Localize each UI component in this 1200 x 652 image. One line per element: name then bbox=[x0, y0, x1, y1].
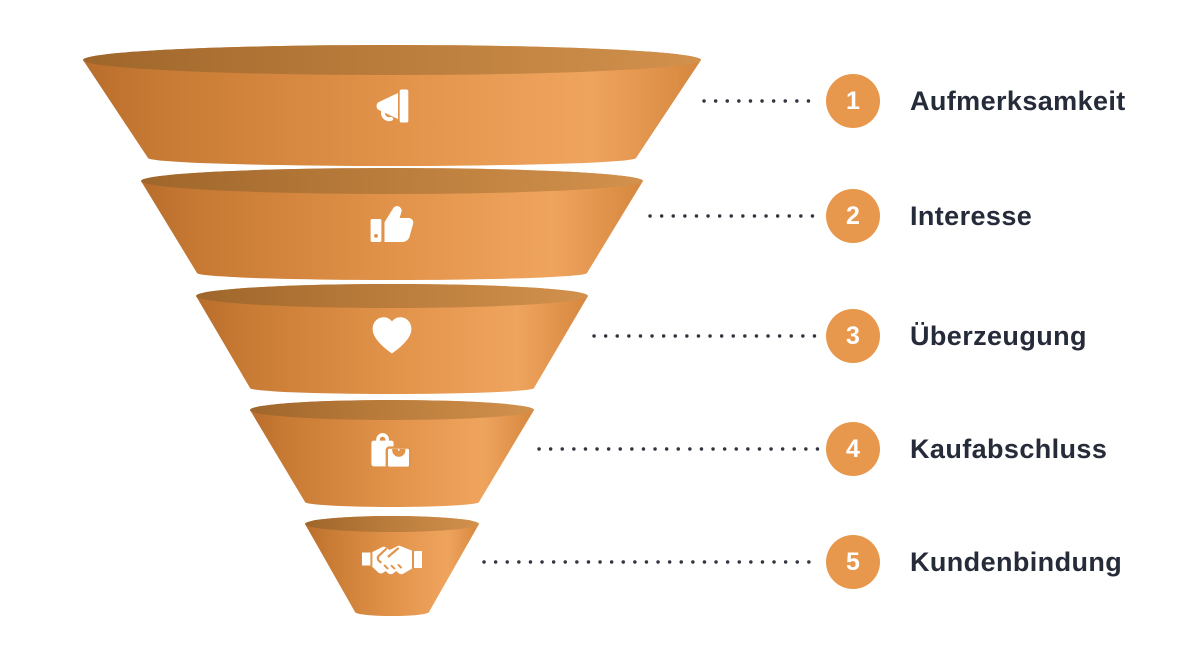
funnel-segment-opening bbox=[305, 516, 479, 532]
funnel-stage-4 bbox=[250, 400, 820, 507]
funnel-stage-2 bbox=[141, 168, 820, 280]
funnel-segment-opening bbox=[250, 400, 534, 420]
thumbs-up-icon bbox=[370, 206, 414, 242]
funnel-segment-opening bbox=[141, 168, 643, 194]
funnel-segment-opening bbox=[83, 45, 701, 75]
funnel-stage-1 bbox=[83, 45, 820, 166]
shopping-bag-icon bbox=[371, 433, 412, 469]
heart-icon bbox=[372, 317, 412, 354]
handshake-icon bbox=[362, 545, 422, 575]
megaphone-icon bbox=[376, 89, 409, 123]
funnel-stage-3 bbox=[196, 284, 820, 394]
funnel-stage-5 bbox=[305, 516, 820, 616]
funnel-segment-opening bbox=[196, 284, 588, 308]
